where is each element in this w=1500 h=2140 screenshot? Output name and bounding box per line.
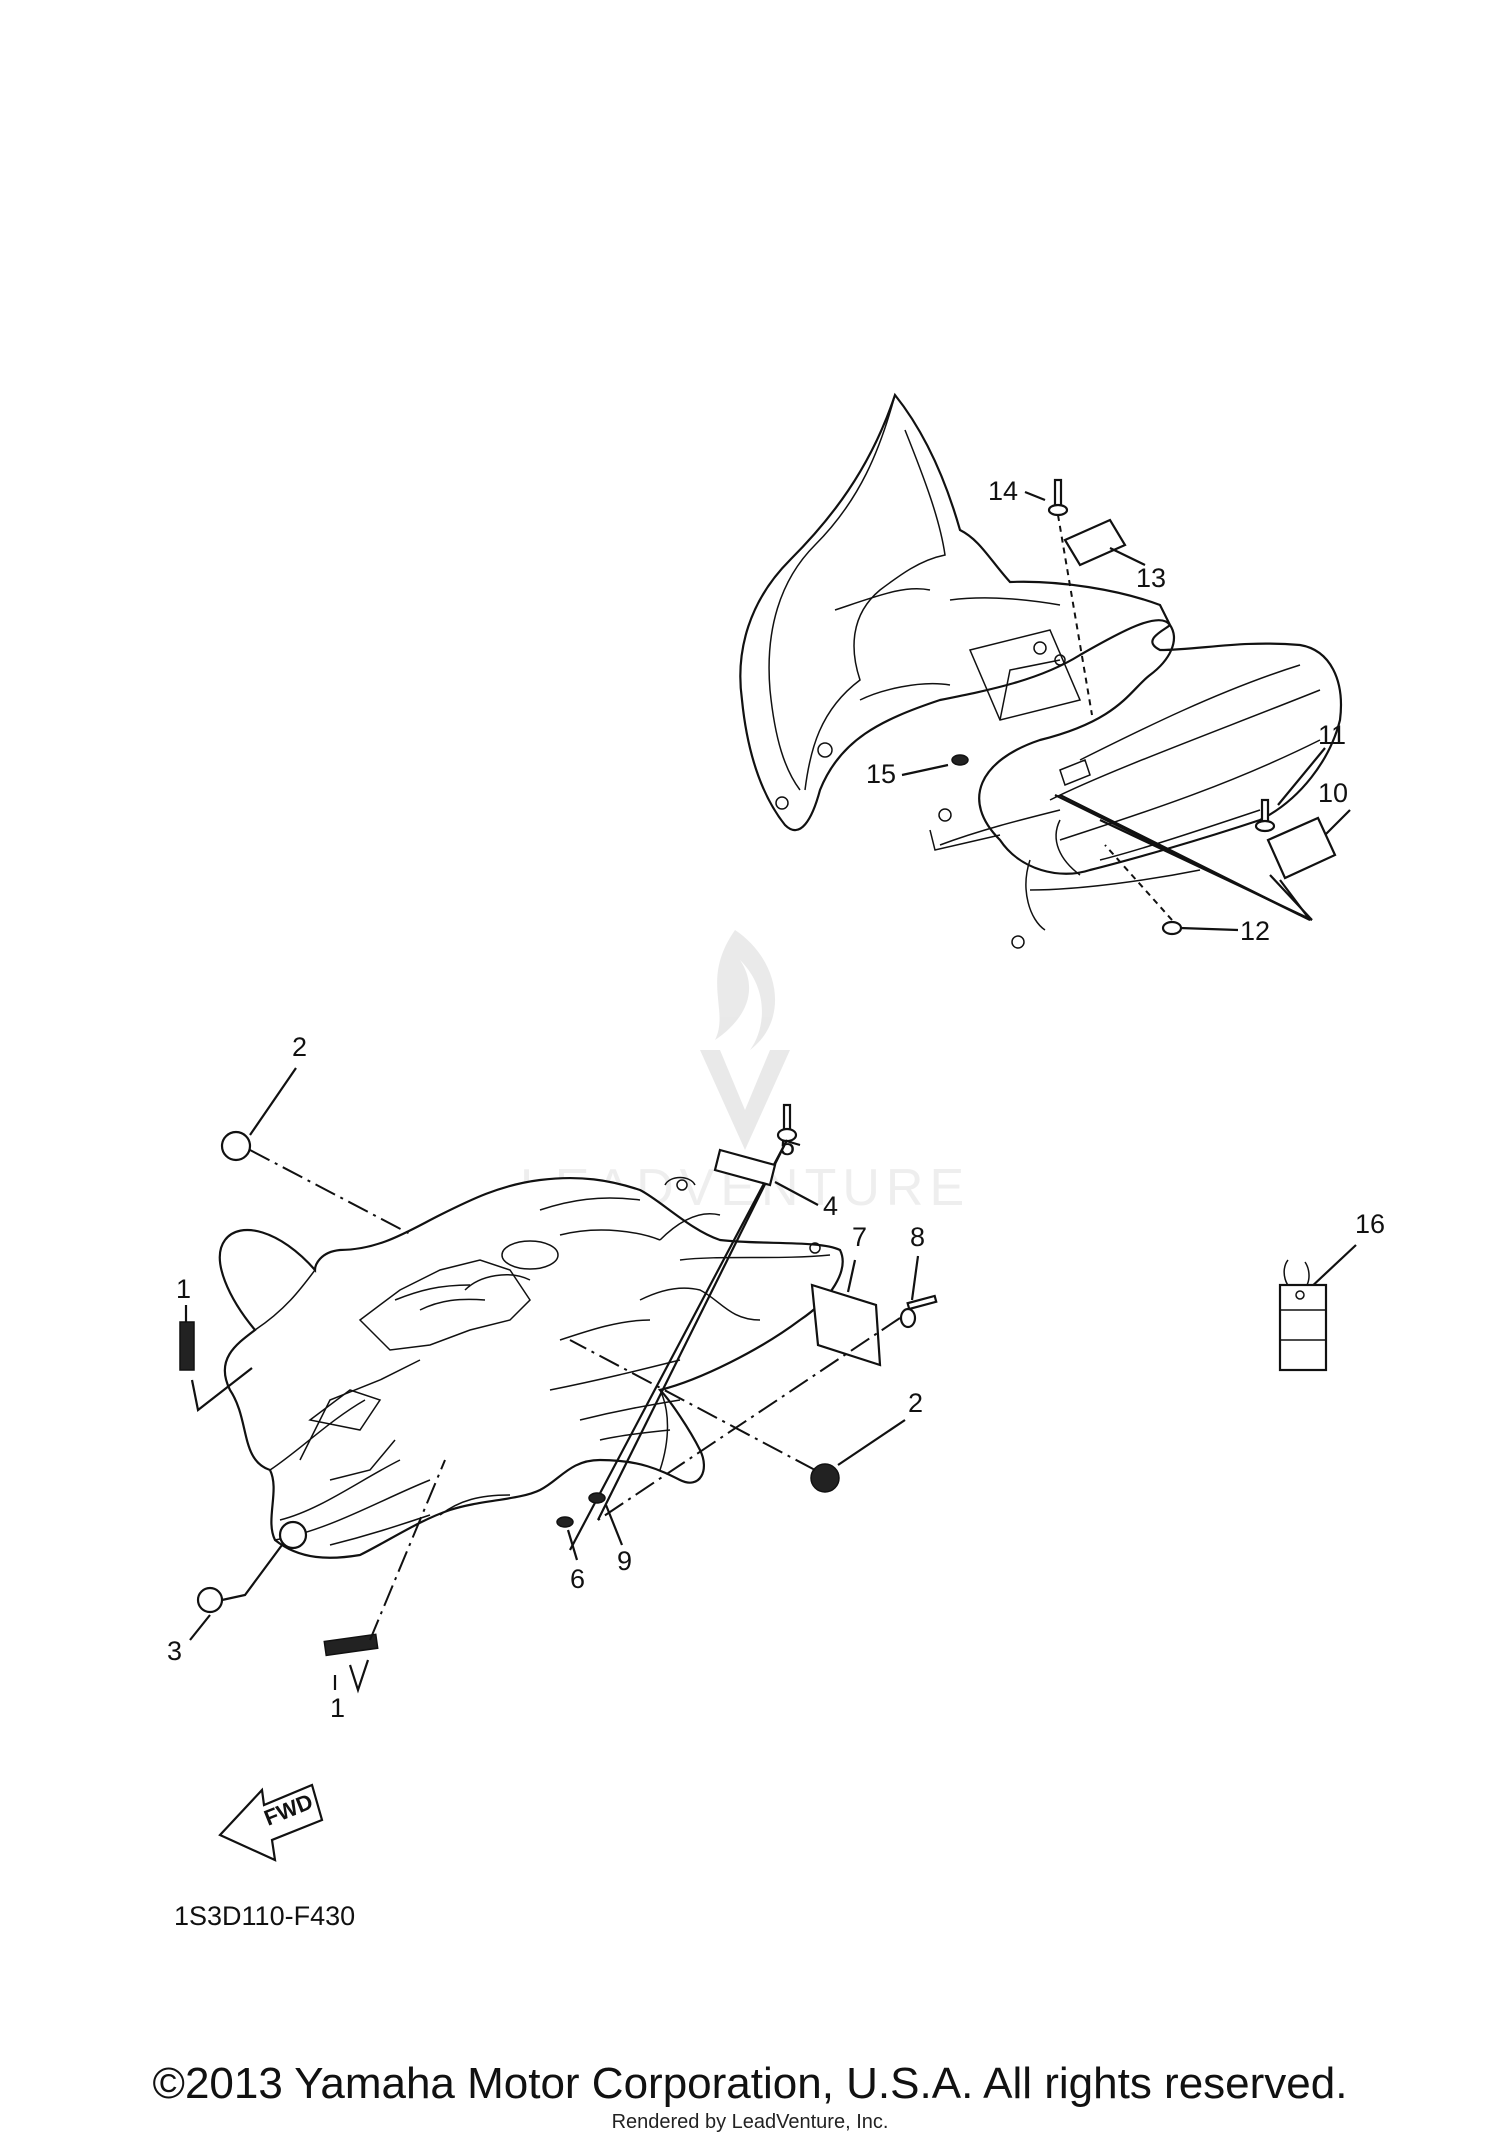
label-13 — [1063, 518, 1127, 567]
emblem-2-bottom — [810, 1463, 840, 1493]
rendered-by-text: Rendered by LeadVenture, Inc. — [612, 2111, 889, 2133]
clip-5 — [776, 1103, 798, 1143]
reflector-1-top — [179, 1321, 195, 1371]
label-4 — [713, 1148, 777, 1187]
grommet-12 — [1161, 920, 1183, 936]
callout-6: 6 — [570, 1564, 585, 1594]
callout-4: 4 — [823, 1191, 838, 1221]
rear-fender-assembly — [739, 392, 1342, 949]
grommet-9 — [588, 1492, 606, 1504]
diagram-code: 1S3D110-F430 — [174, 1901, 355, 1931]
callout-7: 7 — [852, 1222, 867, 1252]
callout-14: 14 — [988, 476, 1018, 506]
clip-14 — [1047, 478, 1069, 517]
reflector-1-bottom — [323, 1633, 379, 1657]
callout-3: 3 — [167, 1636, 182, 1666]
clip-11 — [1254, 798, 1276, 833]
emblem-3 — [196, 1586, 224, 1614]
callout-12: 12 — [1240, 916, 1270, 946]
callout-1-top: 1 — [176, 1274, 191, 1304]
callout-15: 15 — [866, 759, 896, 789]
callout-9: 9 — [617, 1546, 632, 1576]
callout-10: 10 — [1318, 778, 1348, 808]
callout-16: 16 — [1355, 1209, 1385, 1239]
label-10 — [1266, 816, 1337, 880]
clip-8 — [899, 1294, 938, 1329]
front-fender-assembly — [218, 1176, 844, 1559]
fwd-arrow-icon: FWD — [218, 1783, 324, 1862]
callout-1-bottom: 1 — [330, 1693, 345, 1723]
emblem-2-top — [220, 1130, 252, 1162]
copyright-text: ©2013 Yamaha Motor Corporation, U.S.A. A… — [153, 2059, 1348, 2108]
grommet-6 — [556, 1516, 574, 1528]
callout-8: 8 — [910, 1222, 925, 1252]
callout-13: 13 — [1136, 563, 1166, 593]
grommet-15 — [951, 754, 969, 766]
callout-11: 11 — [1318, 720, 1346, 750]
callout-2-top: 2 — [292, 1032, 307, 1062]
tag-16 — [1278, 1259, 1328, 1372]
label-7 — [810, 1283, 882, 1367]
callout-2-bottom: 2 — [908, 1388, 923, 1418]
